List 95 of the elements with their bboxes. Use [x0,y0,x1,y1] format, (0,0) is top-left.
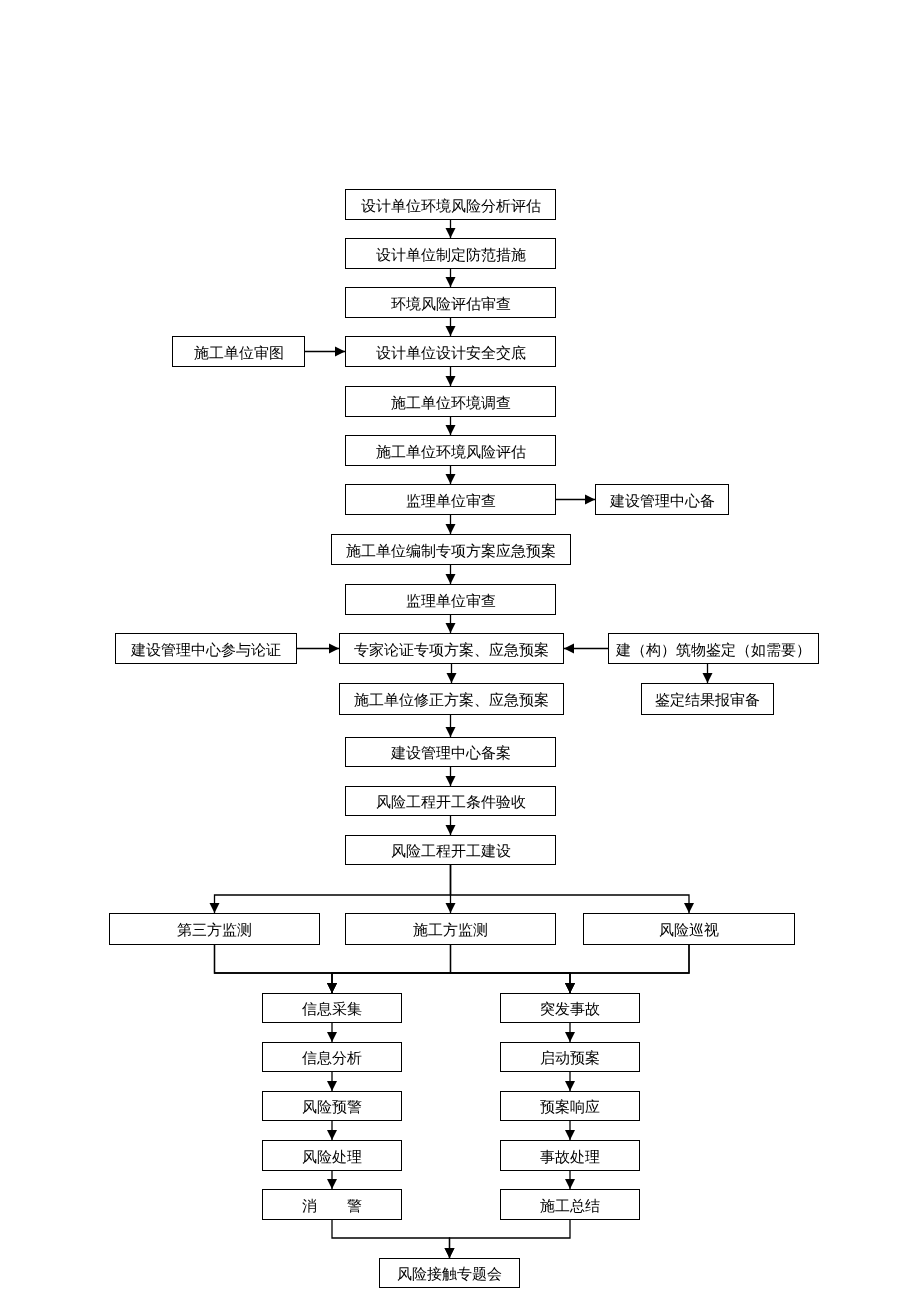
process-box [339,683,564,715]
step-label: 风险接触专题会 [397,1265,502,1283]
step-label: 施工单位审图 [193,343,284,362]
process-box [583,913,795,945]
arrow [304,346,346,357]
process-box [345,189,556,220]
step-label: 消 警 [302,1196,362,1215]
process-box [345,435,556,466]
process-box [345,737,556,767]
process-box [262,1091,402,1121]
process-box [500,1189,640,1220]
process-box [500,1140,640,1171]
arrow [565,1022,575,1043]
arrow [445,219,456,239]
arrow [327,1170,337,1190]
arrow [563,643,609,654]
arrow [445,564,456,585]
process-box [500,993,640,1023]
process-box [345,913,556,945]
step-label: 启动预案 [540,1049,600,1067]
step-label: 信息分析 [302,1049,362,1067]
step-label: 第三方监测 [177,921,252,939]
process-box [500,1091,640,1121]
arrow [444,1219,571,1259]
process-box [345,484,556,515]
arrow [565,1170,575,1190]
step-label: 施工单位环境风险评估 [375,442,526,461]
arrow [449,864,694,914]
step-label: 施工单位编制专项方案应急预案 [346,541,556,560]
process-box [109,913,320,945]
step-label: 设计单位环境风险分析评估 [360,196,541,215]
step-label: 环境风险评估审查 [390,294,511,313]
process-box [115,633,297,664]
process-box [345,786,556,816]
process-box [345,336,556,367]
step-label: 风险处理 [302,1147,362,1166]
process-box [262,1189,402,1220]
process-box [595,484,729,515]
arrow [296,643,340,654]
arrow [327,1120,337,1141]
process-box [262,1140,402,1171]
arrow [565,1071,575,1092]
arrow [327,1022,337,1043]
step-label: 施工单位环境调查 [390,393,511,412]
step-label: 预案响应 [540,1098,600,1116]
arrow [565,944,690,994]
step-label: 施工单位修正方案、应急预案 [354,691,549,709]
arrow [445,317,456,337]
step-label: 风险工程开工建设 [390,842,511,860]
process-box [345,584,556,615]
arrow [555,494,596,505]
process-box [345,287,556,318]
arrow [446,663,457,684]
step-label: 建设管理中心备案 [390,744,511,762]
process-box [339,633,564,664]
process-box [345,238,556,269]
step-label: 信息采集 [302,1000,362,1018]
arrow [445,614,456,634]
step-label: 监理单位审查 [405,591,496,610]
process-box [641,683,774,715]
process-box [608,633,819,664]
step-label: 建设管理中心参与论证 [131,640,281,659]
process-box [262,1042,402,1072]
step-label: 设计单位制定防范措施 [375,245,526,264]
process-box [345,835,556,865]
process-box [500,1042,640,1072]
arrow [565,1120,575,1141]
process-box [172,336,305,367]
arrow [327,1071,337,1092]
process-box [379,1258,520,1288]
step-label: 专家论证专项方案、应急预案 [354,640,549,659]
step-label: 监理单位审查 [405,491,496,510]
step-label: 风险巡视 [659,921,719,939]
arrow [445,714,456,738]
step-label: 事故处理 [540,1147,600,1166]
arrow [445,815,456,836]
arrow [445,416,456,436]
arrow [445,366,456,387]
arrow [702,663,713,684]
process-box [345,386,556,417]
arrow [445,766,456,787]
step-label: 施工总结 [540,1196,600,1215]
step-label: 风险预警 [302,1098,362,1116]
arrow [445,465,456,485]
step-label: 突发事故 [540,1000,600,1018]
arrow [445,268,456,288]
step-label: 风险工程开工条件验收 [375,793,526,811]
process-box [331,534,571,565]
step-label: 鉴定结果报审备 [655,691,760,709]
step-label: 施工方监测 [413,921,488,939]
step-label: 设计单位设计安全交底 [375,343,526,362]
process-box [262,993,402,1023]
step-label: 建设管理中心备 [609,491,715,510]
step-label: 建（构）筑物鉴定（如需要） [616,640,811,659]
arrow [445,514,456,535]
